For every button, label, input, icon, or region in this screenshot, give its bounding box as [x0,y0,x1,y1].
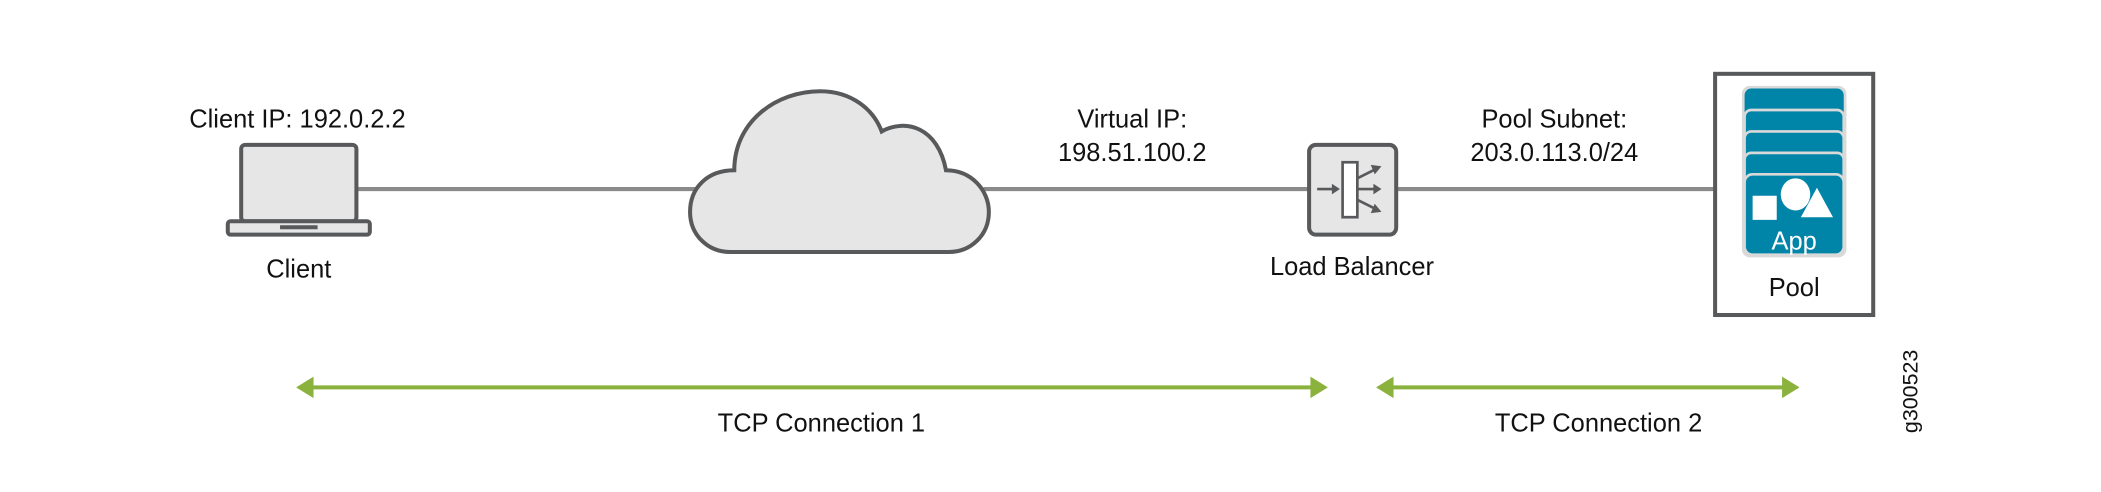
server-stack-icon [1741,85,1847,258]
laptop-icon [225,142,372,237]
virtual-ip-value: 198.51.100.2 [1058,139,1207,167]
client-label: Client [266,255,331,283]
tcp-connection-1-label: TCP Connection 1 [718,410,925,438]
virtual-ip-title: Virtual IP: [1077,105,1187,133]
load-balancer-icon [1307,142,1399,237]
cloud-icon [688,89,991,255]
load-balancer-label: Load Balancer [1270,253,1435,281]
tcp-connection-2-label: TCP Connection 2 [1495,410,1702,438]
client-ip-label: Client IP: 192.0.2.2 [189,105,405,133]
tcp-connection-2-arrow [1376,376,1800,399]
figure-id: g300523 [1898,350,1922,433]
pool-subnet-value: 203.0.113.0/24 [1470,139,1638,167]
app-label: App [1772,227,1817,255]
tcp-connection-1-arrow [296,376,1328,399]
pool-label: Pool [1769,274,1820,302]
pool-subnet-title: Pool Subnet: [1481,105,1627,133]
